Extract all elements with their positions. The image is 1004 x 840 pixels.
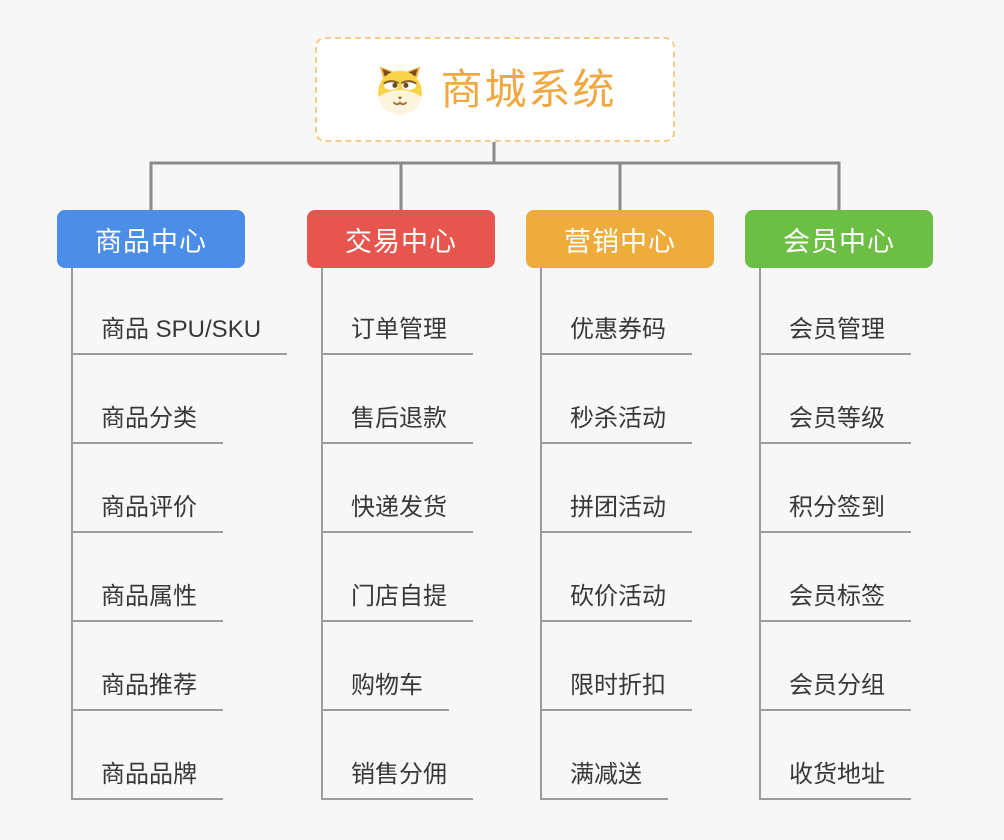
leaf-row: 砍价活动	[542, 533, 692, 622]
leaf-row: 售后退款	[323, 355, 473, 444]
leaf-node-aftersale-refund[interactable]: 售后退款	[323, 405, 473, 444]
leaf-row: 商品分类	[73, 355, 287, 444]
leaf-node-member-group[interactable]: 会员分组	[761, 672, 911, 711]
leaf-row: 秒杀活动	[542, 355, 692, 444]
root-node-mall-system[interactable]: 商城系统	[315, 37, 675, 142]
leaf-row: 商品属性	[73, 533, 287, 622]
leaf-node-product-spu-sku[interactable]: 商品 SPU/SKU	[73, 316, 288, 355]
leaf-column-product-center: 商品 SPU/SKU 商品分类 商品评价 商品属性 商品推荐 商品品牌	[71, 268, 288, 800]
leaf-row: 门店自提	[323, 533, 473, 622]
root-node-title: 商城系统	[440, 65, 617, 113]
leaf-row: 会员等级	[761, 355, 911, 444]
leaf-column-trade-center: 订单管理 售后退款 快递发货 门店自提 购物车 销售分佣	[321, 268, 473, 800]
leaf-node-order-management[interactable]: 订单管理	[323, 316, 473, 355]
leaf-row: 拼团活动	[542, 444, 692, 533]
leaf-node-product-review[interactable]: 商品评价	[73, 494, 223, 533]
leaf-node-product-attribute[interactable]: 商品属性	[73, 583, 223, 622]
leaf-node-shipping-address[interactable]: 收货地址	[761, 761, 911, 800]
leaf-node-product-category[interactable]: 商品分类	[73, 405, 223, 444]
leaf-row: 商品评价	[73, 444, 287, 533]
leaf-row: 订单管理	[323, 268, 473, 355]
branch-node-marketing-center[interactable]: 营销中心	[526, 210, 714, 268]
leaf-row: 商品 SPU/SKU	[73, 268, 288, 355]
leaf-node-points-checkin[interactable]: 积分签到	[761, 494, 911, 533]
leaf-row: 会员标签	[761, 533, 911, 622]
leaf-node-coupon-code[interactable]: 优惠券码	[542, 316, 692, 355]
leaf-row: 收货地址	[761, 711, 911, 800]
leaf-node-member-tag[interactable]: 会员标签	[761, 583, 911, 622]
leaf-node-product-brand[interactable]: 商品品牌	[73, 761, 223, 800]
leaf-node-spend-and-save[interactable]: 满减送	[542, 761, 668, 800]
leaf-node-express-delivery[interactable]: 快递发货	[323, 494, 473, 533]
branch-node-product-center[interactable]: 商品中心	[57, 210, 245, 268]
leaf-node-member-management[interactable]: 会员管理	[761, 316, 911, 355]
leaf-node-product-recommend[interactable]: 商品推荐	[73, 672, 223, 711]
leaf-node-member-level[interactable]: 会员等级	[761, 405, 911, 444]
leaf-node-bargain-activity[interactable]: 砍价活动	[542, 583, 692, 622]
leaf-row: 商品品牌	[73, 711, 287, 800]
leaf-node-sales-commission[interactable]: 销售分佣	[323, 761, 473, 800]
leaf-row: 满减送	[542, 711, 692, 800]
leaf-row: 优惠券码	[542, 268, 692, 355]
leaf-node-limited-time-discount[interactable]: 限时折扣	[542, 672, 692, 711]
branch-node-member-center[interactable]: 会员中心	[745, 210, 933, 268]
leaf-node-group-buy[interactable]: 拼团活动	[542, 494, 692, 533]
leaf-row: 购物车	[323, 622, 473, 711]
shiba-dog-icon	[378, 65, 423, 114]
leaf-node-flash-sale[interactable]: 秒杀活动	[542, 405, 692, 444]
leaf-row: 销售分佣	[323, 711, 473, 800]
leaf-row: 快递发货	[323, 444, 473, 533]
leaf-row: 会员管理	[761, 268, 911, 355]
leaf-column-member-center: 会员管理 会员等级 积分签到 会员标签 会员分组 收货地址	[759, 268, 911, 800]
leaf-row: 商品推荐	[73, 622, 287, 711]
branch-node-trade-center[interactable]: 交易中心	[307, 210, 495, 268]
leaf-node-shopping-cart[interactable]: 购物车	[323, 672, 449, 711]
leaf-column-marketing-center: 优惠券码 秒杀活动 拼团活动 砍价活动 限时折扣 满减送	[540, 268, 692, 800]
leaf-row: 积分签到	[761, 444, 911, 533]
leaf-row: 会员分组	[761, 622, 911, 711]
leaf-row: 限时折扣	[542, 622, 692, 711]
leaf-node-store-pickup[interactable]: 门店自提	[323, 583, 473, 622]
